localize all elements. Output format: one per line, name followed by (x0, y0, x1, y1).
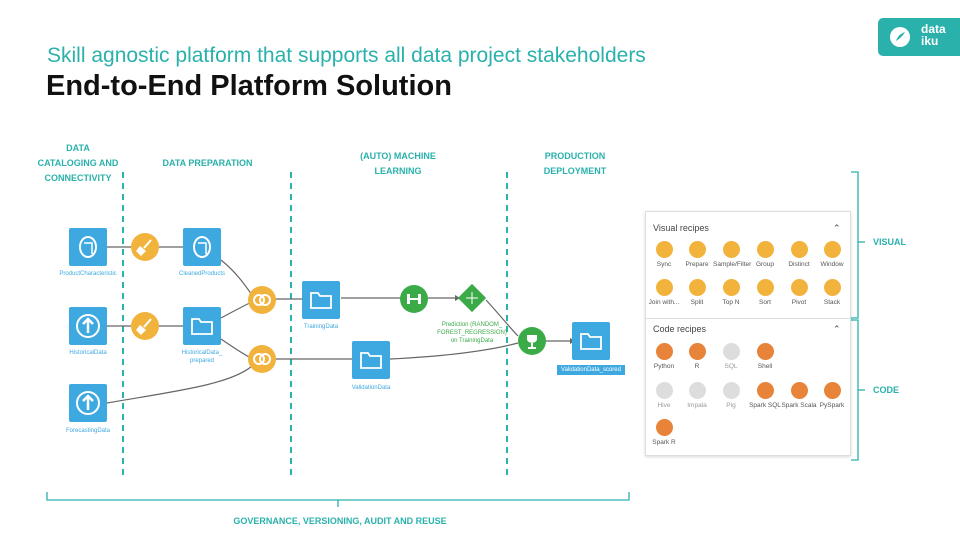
node-label: HistoricalData_ prepared (181, 350, 223, 364)
collapse-caret-icon[interactable]: ⌃ (833, 324, 841, 334)
upload-icon (76, 314, 100, 338)
model-icon (466, 292, 478, 304)
dumbbell-icon (407, 294, 421, 304)
recipe-window[interactable]: Window (814, 241, 850, 268)
recipe-distinct[interactable]: Distinct (781, 241, 817, 268)
node-label: CleanedProducts (178, 271, 226, 277)
node-label: HistoricalData (69, 350, 107, 356)
model-node[interactable] (455, 281, 489, 315)
postgresql-icon (79, 236, 97, 258)
recipe-sql[interactable]: SQL (713, 343, 749, 370)
stage-cataloging: DATA CATALOGING AND CONNECTIVITY (37, 143, 119, 183)
node-label-selected: ValidationData_scored (557, 365, 625, 375)
folder-icon (580, 333, 602, 350)
broom-icon (136, 318, 152, 335)
dataset-node-product-characteristic[interactable] (69, 228, 107, 266)
prepare-recipe-node[interactable] (131, 312, 159, 340)
recipe-pig[interactable]: Pig (713, 382, 749, 409)
dataset-node-forecasting-data[interactable] (69, 384, 107, 422)
recipe-impala[interactable]: Impala (679, 382, 715, 409)
subtitle: Skill agnostic platform that supports al… (47, 44, 646, 67)
recipe-r[interactable]: R (679, 343, 715, 370)
score-recipe-node[interactable] (518, 327, 546, 355)
recipe-hive[interactable]: Hive (646, 382, 682, 409)
recipe-sync[interactable]: Sync (646, 241, 682, 268)
page-title: End-to-End Platform Solution (46, 70, 452, 102)
dataset-node-historical-prepared[interactable] (183, 307, 221, 345)
postgresql-icon (193, 236, 211, 258)
collapse-caret-icon[interactable]: ⌃ (833, 223, 841, 233)
dataset-node-validation-scored[interactable] (572, 322, 610, 360)
code-label: CODE (873, 385, 900, 395)
stage-ml: (AUTO) MACHINE LEARNING (360, 151, 436, 176)
prepare-recipe-node[interactable] (131, 233, 159, 261)
dataset-node-training-data[interactable] (302, 281, 340, 319)
governance-label: GOVERNANCE, VERSIONING, AUDIT AND REUSE (233, 516, 447, 526)
recipe-pivot[interactable]: Pivot (781, 279, 817, 306)
recipe-spark-r[interactable]: Spark R (646, 419, 682, 446)
node-label: ProductCharacteristic (59, 271, 117, 277)
folder-icon (360, 352, 382, 369)
recipe-sample-filter[interactable]: Sample/Filter (713, 241, 751, 268)
model-label: Prediction (RANDOM_ FOREST_REGRESSION) o… (437, 322, 507, 344)
logo-text-line2: iku (921, 34, 939, 48)
stage-preparation: DATA PREPARATION (162, 158, 253, 168)
bird-icon (890, 27, 910, 47)
join-recipe-node[interactable] (248, 345, 276, 373)
recipe-split[interactable]: Split (679, 279, 715, 306)
recipe-stack[interactable]: Stack (814, 279, 850, 306)
recipe-join[interactable]: Join with... (646, 279, 682, 306)
stage-deployment: PRODUCTION DEPLOYMENT (543, 151, 607, 176)
dataiku-logo: data iku (878, 18, 960, 56)
broom-icon (136, 239, 152, 256)
folder-icon (191, 318, 213, 335)
recipe-top-n[interactable]: Top N (713, 279, 749, 306)
dataset-node-cleaned-products[interactable] (183, 228, 221, 266)
join-icon (253, 353, 271, 365)
join-recipe-node[interactable] (248, 286, 276, 314)
recipe-spark-scala[interactable]: Spark Scala (781, 382, 817, 409)
train-recipe-node[interactable] (400, 285, 428, 313)
recipe-spark-sql[interactable]: Spark SQL (747, 382, 783, 409)
dataset-node-validation-data[interactable] (352, 341, 390, 379)
node-label: TrainingData (303, 324, 339, 330)
panel-divider (646, 318, 850, 319)
join-icon (253, 294, 271, 306)
recipe-shell[interactable]: Shell (747, 343, 783, 370)
recipe-group[interactable]: Group (747, 241, 783, 268)
visual-recipes-heading: Visual recipes (653, 223, 709, 233)
recipe-python[interactable]: Python (646, 343, 682, 370)
recipe-prepare[interactable]: Prepare (679, 241, 715, 268)
node-label: ValidationData (351, 385, 391, 391)
trophy-icon (527, 335, 537, 349)
dataset-node-historical-data[interactable] (69, 307, 107, 345)
folder-icon (310, 292, 332, 309)
visual-label: VISUAL (873, 237, 907, 247)
recipe-sort[interactable]: Sort (747, 279, 783, 306)
upload-icon (76, 391, 100, 415)
code-recipes-heading: Code recipes (653, 324, 707, 334)
logo-text-line1: data (921, 22, 946, 36)
node-label: ForecastingData (65, 428, 111, 434)
recipes-panel: Visual recipes ⌃ Sync Prepare Sample/Fil… (645, 211, 851, 456)
recipe-pyspark[interactable]: PySpark (814, 382, 850, 409)
